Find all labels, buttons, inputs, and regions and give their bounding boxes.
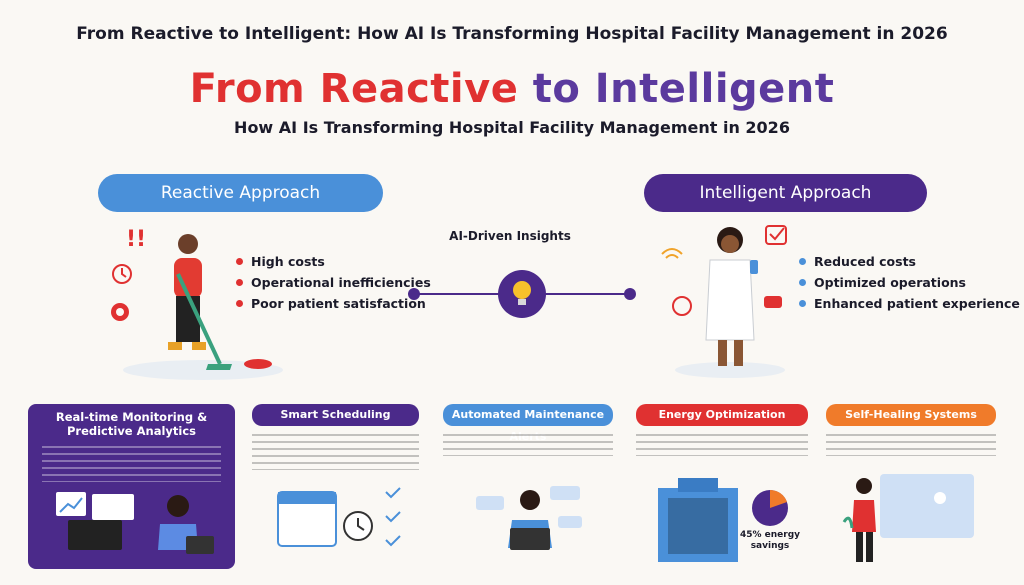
card-placeholder-text <box>826 434 996 456</box>
maintenance-illustration <box>476 486 582 550</box>
ai-connector <box>408 270 636 318</box>
screen-icon <box>880 474 974 538</box>
intelligent-bullet: Optimized operations <box>799 272 1020 293</box>
check-icon <box>385 487 401 547</box>
intelligent-approach-pill: Intelligent Approach <box>644 174 927 212</box>
chat-icon <box>764 296 782 308</box>
lightbulb-icon <box>513 281 531 299</box>
reactive-bullet: Operational inefficiencies <box>236 272 431 293</box>
clock-icon <box>672 296 692 316</box>
hospital-building-icon <box>658 478 738 562</box>
energy-pie-icon <box>752 489 788 526</box>
card-title: Real-time Monitoring & Predictive Analyt… <box>55 410 208 438</box>
hero-reactive: From Reactive <box>189 66 519 112</box>
wifi-icon <box>661 248 683 259</box>
reactive-bullets: High costs Operational inefficiencies Po… <box>236 251 431 314</box>
card-self-healing-title: Self-Healing Systems <box>826 404 996 426</box>
chart-icon <box>59 497 83 513</box>
intelligent-bullets: Reduced costs Optimized operations Enhan… <box>799 251 1020 314</box>
hero-intelligent: to Intelligent <box>532 66 835 112</box>
clock-icon <box>112 264 132 284</box>
page-top-title: From Reactive to Intelligent: How AI Is … <box>76 24 948 44</box>
card-realtime-monitoring: Real-time Monitoring & Predictive Analyt… <box>28 404 235 569</box>
scheduling-illustration <box>277 487 401 547</box>
laptop-icon <box>510 528 550 550</box>
intelligent-bullet: Reduced costs <box>799 251 1020 272</box>
intelligent-bullet: Enhanced patient experience <box>799 293 1020 314</box>
card-placeholder-text <box>636 434 808 456</box>
hero-title: From Reactive to Intelligent <box>0 66 1024 112</box>
card-placeholder-text <box>42 446 221 482</box>
plant-icon <box>842 516 854 529</box>
checkbox-icon <box>765 225 787 245</box>
card-energy-optimization-title: Energy Optimization <box>636 404 808 426</box>
card-smart-scheduling-title: Smart Scheduling <box>252 404 419 426</box>
alert-icon: !! <box>126 227 146 252</box>
self-healing-illustration <box>842 474 974 562</box>
intelligent-illustration <box>661 225 787 378</box>
ai-insights-label: AI-Driven Insights <box>449 229 571 243</box>
card-placeholder-text <box>443 434 613 456</box>
reactive-approach-pill: Reactive Approach <box>98 174 383 212</box>
reactive-bullet: High costs <box>236 251 431 272</box>
card-placeholder-text <box>252 434 419 470</box>
hero-subtitle: How AI Is Transforming Hospital Facility… <box>234 118 790 137</box>
card-maintenance-alerts-title: Automated Maintenance Alerts <box>443 404 613 443</box>
reactive-bullet: Poor patient satisfaction <box>236 293 431 314</box>
monitoring-illustration <box>56 492 214 554</box>
reactive-illustration: !! <box>111 227 283 380</box>
chat-icon <box>476 496 504 510</box>
